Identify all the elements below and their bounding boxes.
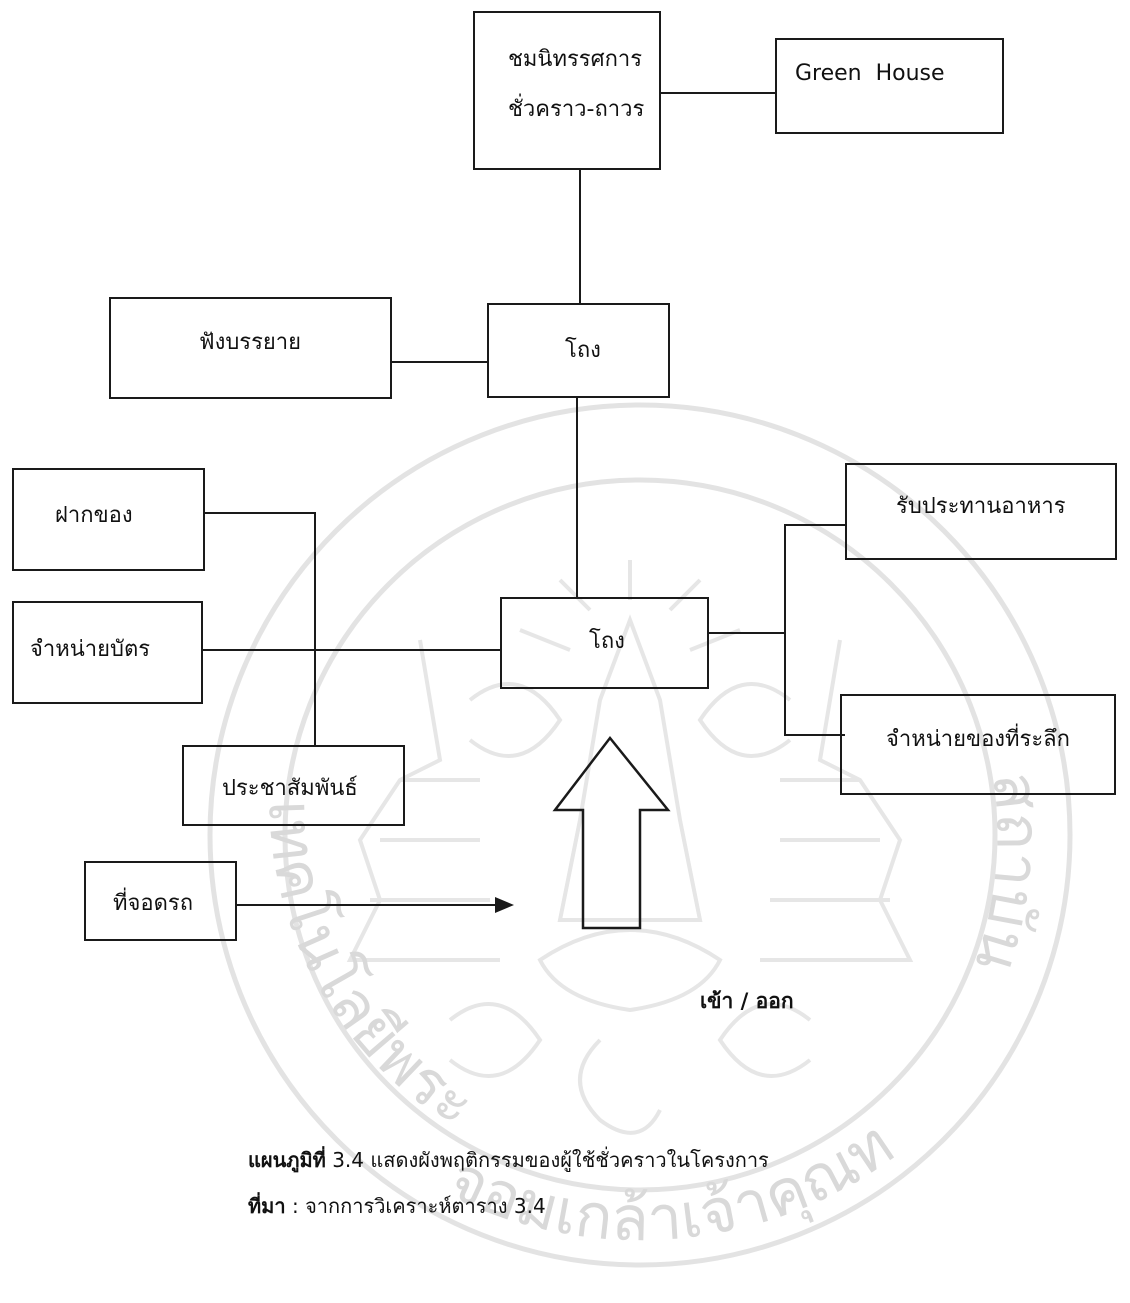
deposit-label: ฝากของ	[55, 503, 133, 528]
entrance-arrow	[552, 735, 671, 930]
source-caption-prefix: ที่มา	[248, 1194, 286, 1218]
green-house-box: Green House	[775, 38, 1004, 134]
exhibition-box: ชมนิทรรศการ ชั่วคราว-ถาวร	[473, 11, 661, 170]
exhibition-label-line1: ชมนิทรรศการ	[508, 47, 643, 72]
food-box: รับประทานอาหาร	[845, 463, 1117, 560]
source-caption-text: : จากการวิเคราะห์ตาราง 3.4	[285, 1194, 546, 1218]
hall-upper-label: โถง	[565, 338, 601, 363]
figure-caption: แผนภูมิที่ 3.4 แสดงผังพฤติกรรมของผู้ใช้ช…	[248, 1144, 769, 1176]
source-caption: ที่มา : จากการวิเคราะห์ตาราง 3.4	[248, 1190, 546, 1222]
food-label: รับประทานอาหาร	[896, 494, 1066, 519]
lecture-label: ฟังบรรยาย	[199, 330, 302, 355]
hall-lower-box: โถง	[500, 597, 709, 689]
connector-food-souvenir	[784, 524, 845, 736]
pr-label: ประชาสัมพันธ์	[222, 776, 358, 801]
entry-exit-label: เข้า / ออก	[700, 989, 794, 1013]
parking-box: ที่จอดรถ	[84, 861, 237, 941]
ticket-box: จำหน่ายบัตร	[12, 601, 203, 704]
exhibition-label-line2: ชั่วคราว-ถาวร	[508, 97, 645, 122]
hall-lower-label: โถง	[589, 629, 625, 654]
hall-upper-box: โถง	[487, 303, 670, 398]
parking-arrowhead	[495, 897, 514, 913]
souvenir-label: จำหน่ายของที่ระลึก	[886, 727, 1070, 752]
connector-deposit-pr	[205, 512, 316, 745]
lecture-box: ฟังบรรยาย	[109, 297, 392, 399]
souvenir-box: จำหน่ายของที่ระลึก	[840, 694, 1116, 795]
deposit-box: ฝากของ	[12, 468, 205, 571]
figure-caption-prefix: แผนภูมิที่	[248, 1148, 326, 1172]
pr-box: ประชาสัมพันธ์	[182, 745, 405, 826]
parking-label: ที่จอดรถ	[113, 891, 194, 916]
ticket-label: จำหน่ายบัตร	[30, 637, 151, 662]
green-house-label: Green House	[795, 61, 945, 86]
figure-caption-text: 3.4 แสดงผังพฤติกรรมของผู้ใช้ชั่วคราวในโค…	[325, 1148, 769, 1172]
